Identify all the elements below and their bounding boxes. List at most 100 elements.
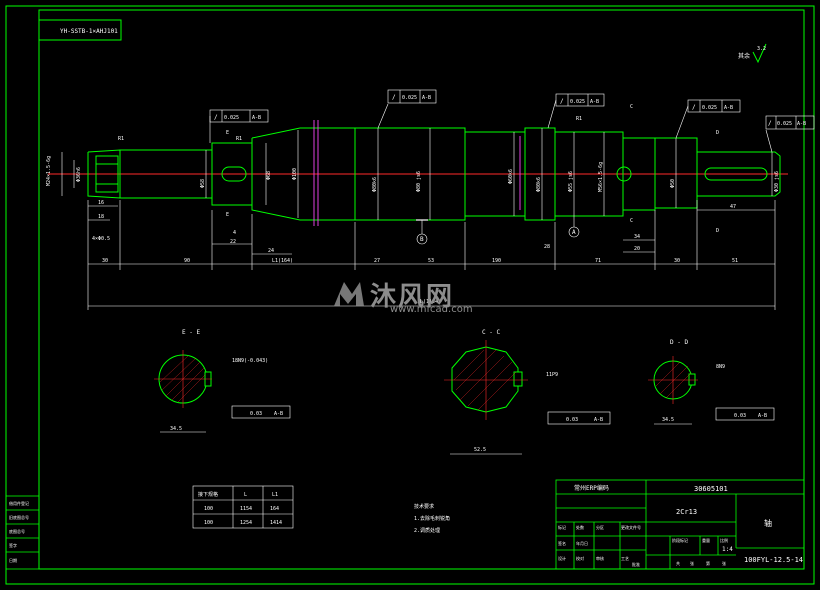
label-thread: M24×1.5-6g [46,156,52,186]
roughness-value: 3.2 [757,46,766,52]
tb-footer-2: 第 [706,560,710,566]
tb-row-2: 分区 [596,524,604,530]
svg-text:日期: 日期 [9,557,17,563]
tb-sign-0: 设计 [558,555,566,561]
label-diam-left: Φ36h6 [76,167,82,182]
tolerance-frame-4: / 0.025 A-B [675,99,741,139]
tb-sign-2: 审核 [596,555,604,561]
dim-4b: 4 [233,230,236,236]
roughness-label: 其余 [738,52,750,60]
svg-text:旧底图总号: 旧底图总号 [9,514,29,520]
section-e-bottom: E [226,212,229,218]
tb-drawing-no: 100FYL-12.5-14 [744,556,803,564]
svg-text:0.03: 0.03 [250,411,262,417]
tolerance-frame-2: / 0.025 A-B [377,89,437,129]
tb-row-3: 更改文件号 [621,524,641,530]
svg-text:0.025: 0.025 [224,115,239,121]
svg-text:A-B: A-B [274,411,283,417]
tb-name: 轴 [764,518,772,528]
label-diam-e: Φ100 [292,168,298,180]
section-e-top: E [226,130,229,136]
section-d-bottom: D [716,228,719,234]
svg-text:A-B: A-B [724,105,733,111]
svg-text:L: L [244,492,247,498]
section-ee: E - E 34.5 18N9(-0.043) 0.03 A-B [154,329,291,433]
section-c-bottom: C [630,218,633,224]
tb-row-5: 年月日 [576,540,588,546]
svg-text:E - E: E - E [182,329,200,336]
svg-text:借用件登记: 借用件登记 [9,500,29,506]
outer-frame [5,5,815,585]
svg-text:A-B: A-B [758,413,767,419]
svg-text:A-B: A-B [797,121,806,127]
horizontal-dim-lines [87,200,776,310]
svg-text:签字: 签字 [9,542,17,548]
svg-text:/: / [768,120,772,127]
dim-22: 22 [230,239,236,245]
tb-stage-2: 比例 [720,537,728,543]
svg-text:34.5: 34.5 [170,426,182,432]
svg-text:A-B: A-B [590,99,599,105]
tb-footer-1: 张 [690,560,694,566]
technical-notes: 技术要求 1.去除毛刺锐角 2.调质处理 [414,503,450,534]
svg-text:/: / [392,94,396,101]
diameter-dim-lines [61,128,773,220]
inner-frame [38,9,805,570]
dim-4: 4×Φ0.5 [92,236,110,242]
side-block: 借用件登记 旧底图总号 底图总号 签字 日期 [5,495,40,570]
label-r1: R1 [118,136,124,142]
header-code: YH-SSTB-1×AHJ101 [60,28,118,35]
svg-text:18N9(-0.043): 18N9(-0.043) [232,358,268,364]
title-block [555,479,805,570]
label-diam-h: M56×1.5-6g [598,162,604,192]
svg-text:A-B: A-B [422,95,431,101]
watermark-text: 沐风网 [370,282,455,312]
datum-a-letter: A [572,229,576,236]
svg-text:接下规格: 接下规格 [198,491,218,498]
tb-code: 30605101 [694,485,728,493]
svg-text:/: / [692,104,696,111]
section-cc: C - C 52.5 11P9 0.03 A-B [444,329,611,455]
svg-text:2.调质处理: 2.调质处理 [414,527,440,534]
tb-row-1: 处数 [576,524,584,530]
label-diam-i: Φ50 [670,179,676,188]
svg-text:8N9: 8N9 [716,364,725,370]
svg-text:0.025: 0.025 [402,95,417,101]
dim-18: 18 [98,214,104,220]
tb-sign-1: 校对 [576,555,584,561]
datum-a-circle [568,226,580,238]
dim-20: 20 [634,246,640,252]
dim-90: 90 [184,258,190,264]
svg-text:A-B: A-B [252,115,261,121]
svg-text:11P9: 11P9 [546,372,558,378]
svg-text:L1: L1 [272,492,278,498]
svg-text:0.025: 0.025 [702,105,717,111]
label-diam-g: Φ55 js6 [568,171,574,192]
tb-company: 常州ERP编码 [574,484,609,492]
section-d-top: D [716,130,719,136]
tb-stage-1: 重量 [702,537,710,543]
watermark-url: www.mfcad.com [390,304,473,315]
dim-71: 71 [595,258,601,264]
dim-47: 47 [730,204,736,210]
tb-stage-0: 阶段标记 [672,537,688,543]
svg-text:/: / [560,98,564,105]
dim-51: 51 [732,258,738,264]
datum-b-letter: B [420,236,424,243]
label-diam-f: Φ60k6 [508,169,514,184]
svg-text:/: / [214,114,218,121]
tb-sign-4: 批准 [632,561,640,567]
tb-material: 2Cr13 [676,508,697,516]
label-diam-c2: Φ80k6 [536,177,542,192]
svg-text:34.5: 34.5 [662,417,674,423]
dim-L: L(1154) [420,299,441,305]
dim-53: 53 [428,258,434,264]
dim-27: 27 [374,258,380,264]
tolerance-frame-5: / 0.025 A-B [765,115,815,153]
datum-b-circle [416,233,428,245]
section-c-top: C [630,104,633,110]
svg-text:0.03: 0.03 [566,417,578,423]
svg-text:52.5: 52.5 [474,447,486,453]
svg-text:0.03: 0.03 [734,413,746,419]
